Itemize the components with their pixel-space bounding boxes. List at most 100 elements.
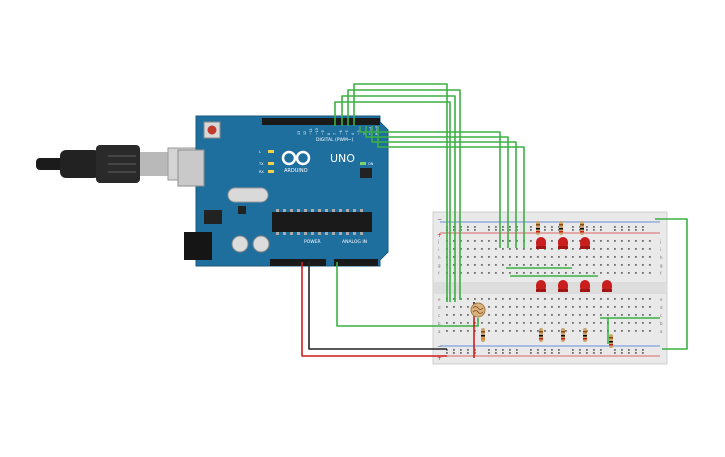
breadboard-hole[interactable] [635,272,637,274]
breadboard-hole[interactable] [579,352,581,354]
breadboard-hole[interactable] [579,272,581,274]
breadboard-hole[interactable] [607,272,609,274]
breadboard-hole[interactable] [495,298,497,300]
breadboard-hole[interactable] [467,229,469,231]
breadboard-hole[interactable] [544,256,546,258]
breadboard-hole[interactable] [495,330,497,332]
breadboard-hole[interactable] [453,256,455,258]
breadboard-hole[interactable] [635,240,637,242]
breadboard-hole[interactable] [502,349,504,351]
breadboard-hole[interactable] [593,240,595,242]
breadboard-hole[interactable] [495,306,497,308]
breadboard-hole[interactable] [467,264,469,266]
breadboard-hole[interactable] [488,226,490,228]
breadboard-hole[interactable] [558,349,560,351]
breadboard-hole[interactable] [586,314,588,316]
breadboard-hole[interactable] [537,306,539,308]
breadboard-hole[interactable] [586,272,588,274]
breadboard-hole[interactable] [467,226,469,228]
breadboard-hole[interactable] [467,240,469,242]
breadboard-hole[interactable] [614,314,616,316]
breadboard-hole[interactable] [558,306,560,308]
breadboard-hole[interactable] [530,330,532,332]
breadboard-hole[interactable] [453,240,455,242]
breadboard-hole[interactable] [607,314,609,316]
breadboard-hole[interactable] [453,272,455,274]
leds[interactable] [536,237,612,292]
breadboard-hole[interactable] [649,272,651,274]
breadboard-hole[interactable] [516,349,518,351]
breadboard-hole[interactable] [446,352,448,354]
breadboard-hole[interactable] [614,264,616,266]
breadboard-hole[interactable] [628,256,630,258]
breadboard-hole[interactable] [460,256,462,258]
breadboard-hole[interactable] [649,248,651,250]
breadboard-hole[interactable] [446,306,448,308]
breadboard-hole[interactable] [474,349,476,351]
breadboard-hole[interactable] [474,256,476,258]
breadboard-hole[interactable] [488,352,490,354]
breadboard-hole[interactable] [614,352,616,354]
breadboard-hole[interactable] [544,330,546,332]
breadboard-hole[interactable] [572,306,574,308]
breadboard-hole[interactable] [607,306,609,308]
breadboard-hole[interactable] [635,349,637,351]
breadboard-hole[interactable] [579,226,581,228]
breadboard-hole[interactable] [579,349,581,351]
breadboard-hole[interactable] [460,298,462,300]
breadboard-hole[interactable] [474,248,476,250]
breadboard-hole[interactable] [509,229,511,231]
breadboard-hole[interactable] [600,306,602,308]
breadboard-hole[interactable] [628,349,630,351]
breadboard-hole[interactable] [642,272,644,274]
breadboard-hole[interactable] [523,306,525,308]
breadboard-hole[interactable] [467,298,469,300]
breadboard-hole[interactable] [474,272,476,274]
breadboard-hole[interactable] [509,256,511,258]
breadboard-hole[interactable] [474,264,476,266]
breadboard-hole[interactable] [614,298,616,300]
breadboard-hole[interactable] [523,264,525,266]
breadboard-hole[interactable] [579,240,581,242]
resistors-top[interactable] [536,221,584,235]
breadboard-hole[interactable] [502,226,504,228]
breadboard-hole[interactable] [467,306,469,308]
breadboard-hole[interactable] [635,226,637,228]
breadboard-hole[interactable] [509,306,511,308]
breadboard-hole[interactable] [460,330,462,332]
breadboard-hole[interactable] [523,314,525,316]
breadboard-hole[interactable] [453,322,455,324]
breadboard-hole[interactable] [579,330,581,332]
breadboard-hole[interactable] [607,248,609,250]
breadboard-hole[interactable] [635,322,637,324]
breadboard-hole[interactable] [516,240,518,242]
breadboard-hole[interactable] [642,306,644,308]
breadboard-hole[interactable] [628,272,630,274]
breadboard-hole[interactable] [446,314,448,316]
breadboard-hole[interactable] [649,298,651,300]
breadboard-hole[interactable] [565,264,567,266]
breadboard-hole[interactable] [593,322,595,324]
breadboard-hole[interactable] [544,272,546,274]
breadboard-hole[interactable] [467,330,469,332]
breadboard-hole[interactable] [558,298,560,300]
breadboard-hole[interactable] [523,272,525,274]
breadboard-hole[interactable] [502,229,504,231]
breadboard-hole[interactable] [600,349,602,351]
breadboard-hole[interactable] [579,264,581,266]
breadboard-hole[interactable] [509,330,511,332]
breadboard-hole[interactable] [495,264,497,266]
breadboard-hole[interactable] [495,314,497,316]
breadboard-hole[interactable] [495,229,497,231]
breadboard-hole[interactable] [600,229,602,231]
breadboard-hole[interactable] [565,330,567,332]
breadboard-hole[interactable] [621,226,623,228]
breadboard-hole[interactable] [467,272,469,274]
breadboard-hole[interactable] [516,306,518,308]
breadboard-hole[interactable] [572,264,574,266]
breadboard-hole[interactable] [558,272,560,274]
breadboard-hole[interactable] [530,306,532,308]
breadboard-hole[interactable] [509,240,511,242]
breadboard-hole[interactable] [474,322,476,324]
breadboard-hole[interactable] [530,248,532,250]
